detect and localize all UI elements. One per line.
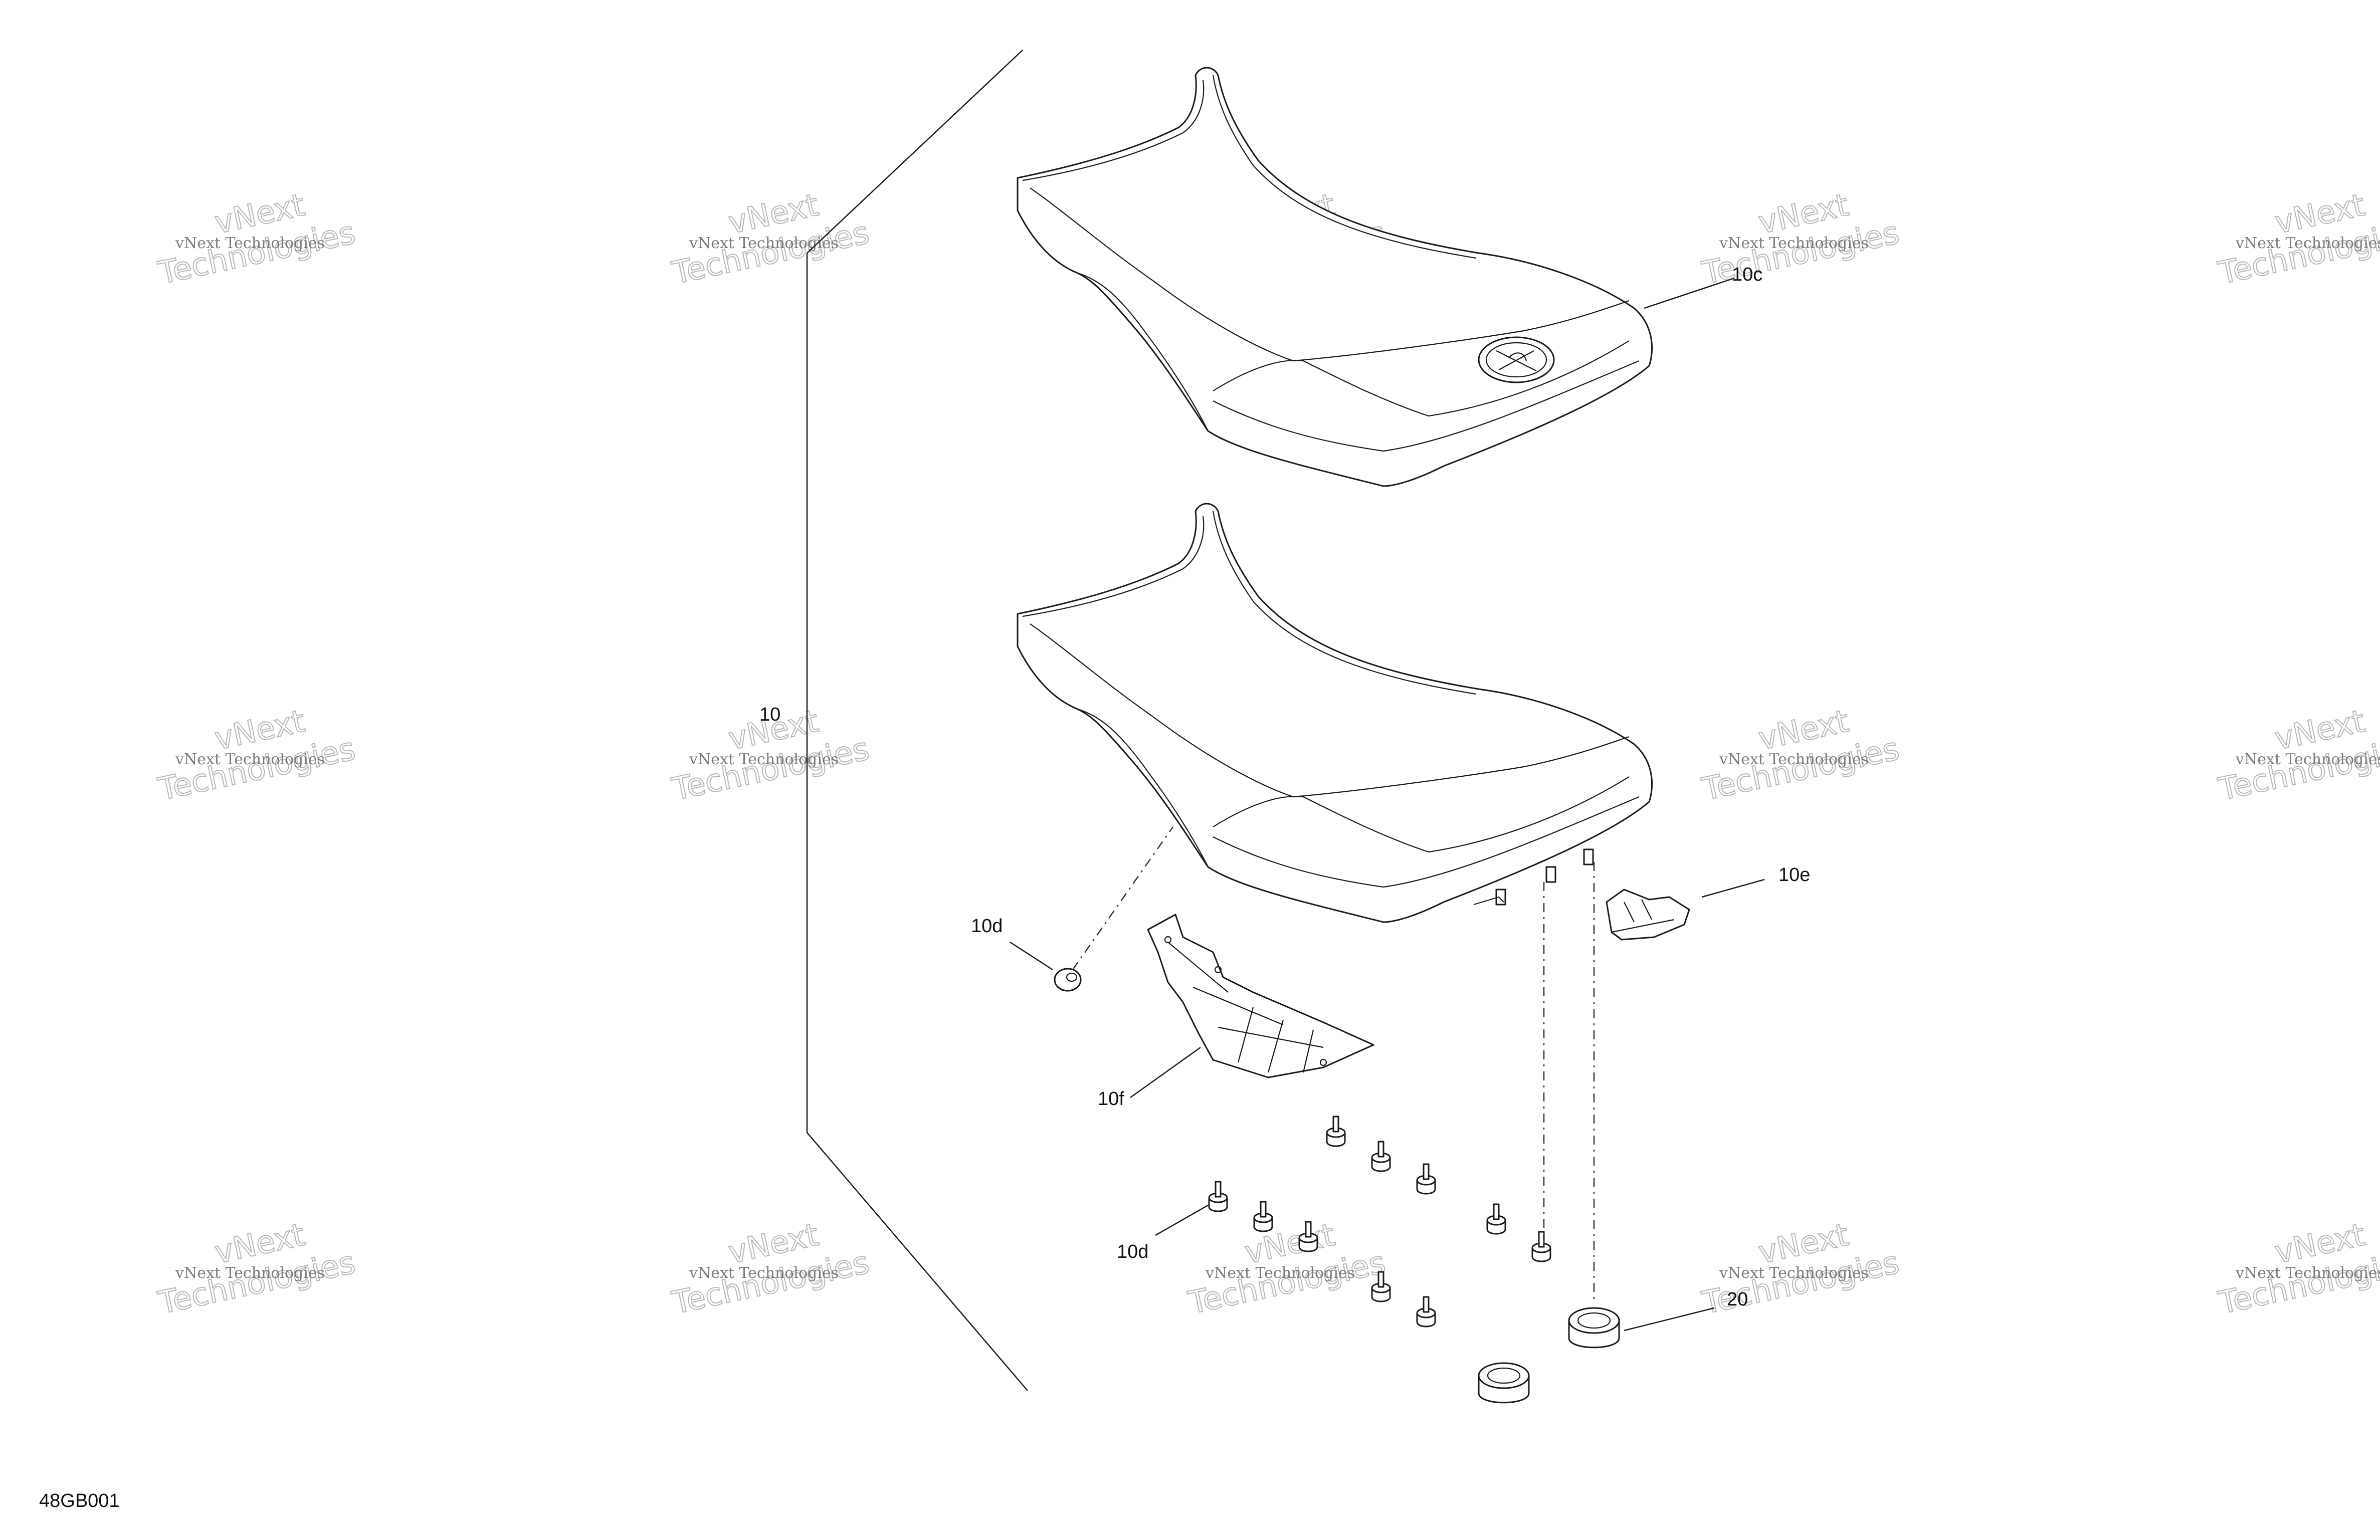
figure-code: 48GB001 bbox=[39, 1490, 120, 1511]
latch-illustration bbox=[1606, 889, 1690, 941]
seat-assembly-illustration bbox=[1017, 503, 1653, 923]
bumper bbox=[1371, 1141, 1391, 1172]
watermark-text: vNext Technologies bbox=[175, 751, 325, 768]
watermark-text: vNext Technologies bbox=[2235, 235, 2380, 252]
bumper bbox=[1208, 1181, 1228, 1212]
group-bracket bbox=[806, 50, 1028, 1391]
watermark-text: vNext Technologies bbox=[689, 1264, 839, 1282]
watermark-text: vNext Technologies bbox=[1719, 235, 1869, 252]
watermark-text: vNext Technologies bbox=[1719, 1264, 1869, 1282]
callout-10: 10 bbox=[759, 704, 780, 725]
callout-10e: 10e bbox=[1778, 864, 1810, 886]
callout-10d-upper: 10d bbox=[971, 916, 1003, 937]
bumper bbox=[1253, 1201, 1273, 1232]
watermark-text: vNext Technologies bbox=[2235, 1264, 2380, 1282]
bumper bbox=[1371, 1271, 1391, 1302]
watermark-text: vNext Technologies bbox=[1205, 1264, 1355, 1282]
watermark-text: vNext Technologies bbox=[2235, 751, 2380, 768]
callout-10f: 10f bbox=[1098, 1088, 1124, 1110]
bumper bbox=[1531, 1231, 1551, 1262]
callout-labels: 10 10c 10d 10e 10f 10d 20 bbox=[759, 264, 1810, 1310]
plate-illustration bbox=[1147, 914, 1374, 1078]
bumper bbox=[1298, 1221, 1318, 1252]
bumper bbox=[1326, 1116, 1346, 1147]
assembly-lines bbox=[1072, 826, 1595, 1303]
watermark-text: vNext Technologies bbox=[689, 751, 839, 768]
callout-10d-lower: 10d bbox=[1117, 1241, 1148, 1262]
grommet-illustration bbox=[1054, 968, 1082, 992]
bumper bbox=[1416, 1163, 1436, 1195]
watermark-text: vNext Technologies bbox=[175, 235, 325, 252]
nut-illustration bbox=[1478, 1307, 1620, 1404]
bumper bbox=[1416, 1296, 1436, 1328]
bumper bbox=[1486, 1203, 1506, 1235]
callout-20: 20 bbox=[1727, 1289, 1748, 1310]
seat-cover-illustration bbox=[1017, 67, 1653, 487]
watermark-text: vNext Technologies bbox=[689, 235, 839, 252]
callout-10c: 10c bbox=[1732, 264, 1762, 285]
leader-lines bbox=[1010, 277, 1765, 1332]
bumpers-illustration bbox=[1208, 1116, 1551, 1328]
watermark-text: vNext Technologies bbox=[175, 1264, 325, 1282]
watermark-text: vNext Technologies bbox=[1719, 751, 1869, 768]
